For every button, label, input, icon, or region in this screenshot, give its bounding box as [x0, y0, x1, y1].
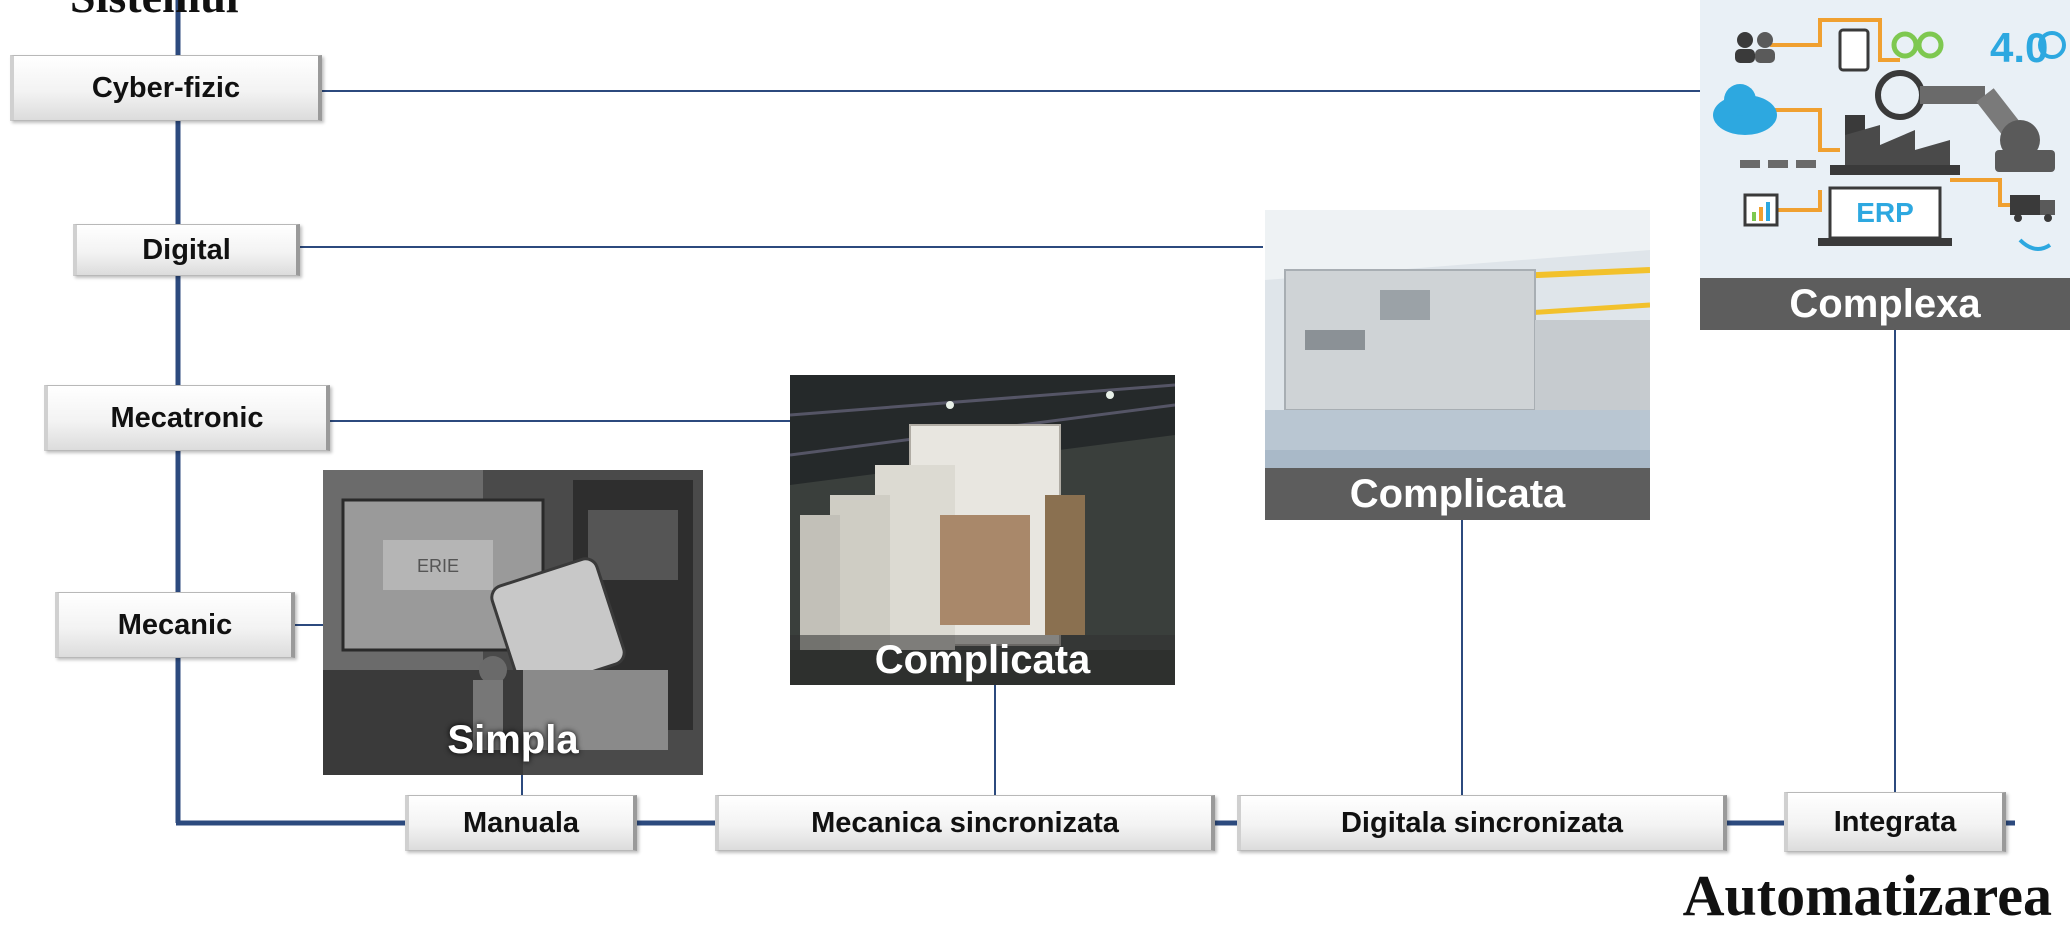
- level-mecatronic: Mecatronic: [44, 385, 330, 451]
- arrow-icon: [2018, 238, 2052, 251]
- stage-digitala-sincronizata: Digitala sincronizata: [1237, 795, 1727, 851]
- bar-chart-icon: [1743, 193, 1779, 227]
- factory-icon: [1830, 115, 1960, 175]
- stage-mecanica-sincronizata: Mecanica sincronizata: [715, 795, 1215, 851]
- press-hall-illustration: [790, 375, 1175, 685]
- photo-complicata-2: Complicata: [1265, 210, 1650, 520]
- erp-label: ERP: [1856, 197, 1914, 228]
- mechanical-press-illustration: ERIE: [323, 470, 703, 775]
- level-mecanic: Mecanic: [55, 592, 295, 658]
- caption-complicata-1: Complicata: [790, 635, 1175, 685]
- level-cyber-fizic: Cyber-fizic: [10, 55, 322, 121]
- level-digital: Digital: [73, 224, 300, 276]
- caption-complexa: Complexa: [1700, 278, 2070, 330]
- truck-icon: [2010, 195, 2055, 222]
- photo-complicata-1: Complicata: [790, 375, 1175, 685]
- stage-integrata: Integrata: [1784, 792, 2006, 852]
- connector-mecanic: [295, 585, 326, 626]
- cloud-icon: [1713, 84, 1777, 135]
- tablet-icon: [1838, 28, 1870, 72]
- photo-complexa: 4.0: [1700, 0, 2070, 330]
- power-icon: [2038, 31, 2066, 59]
- y-axis-title: Sistemul: [70, 0, 239, 23]
- erp-laptop-icon: ERP: [1818, 186, 1952, 246]
- industry-4-icons: 4.0: [1700, 0, 2070, 280]
- photo-simpla: ERIE Simpla: [323, 470, 703, 775]
- caption-complicata-2: Complicata: [1265, 468, 1650, 520]
- x-axis-title: Automatizarea: [1682, 863, 2052, 928]
- stage-manuala: Manuala: [405, 795, 637, 851]
- caption-simpla: Simpla: [447, 717, 579, 762]
- svg-text:ERIE: ERIE: [417, 556, 459, 576]
- gears-icon: [1891, 31, 1944, 59]
- users-icon: [1735, 32, 1775, 63]
- robot-arm-icon: [1875, 70, 2055, 172]
